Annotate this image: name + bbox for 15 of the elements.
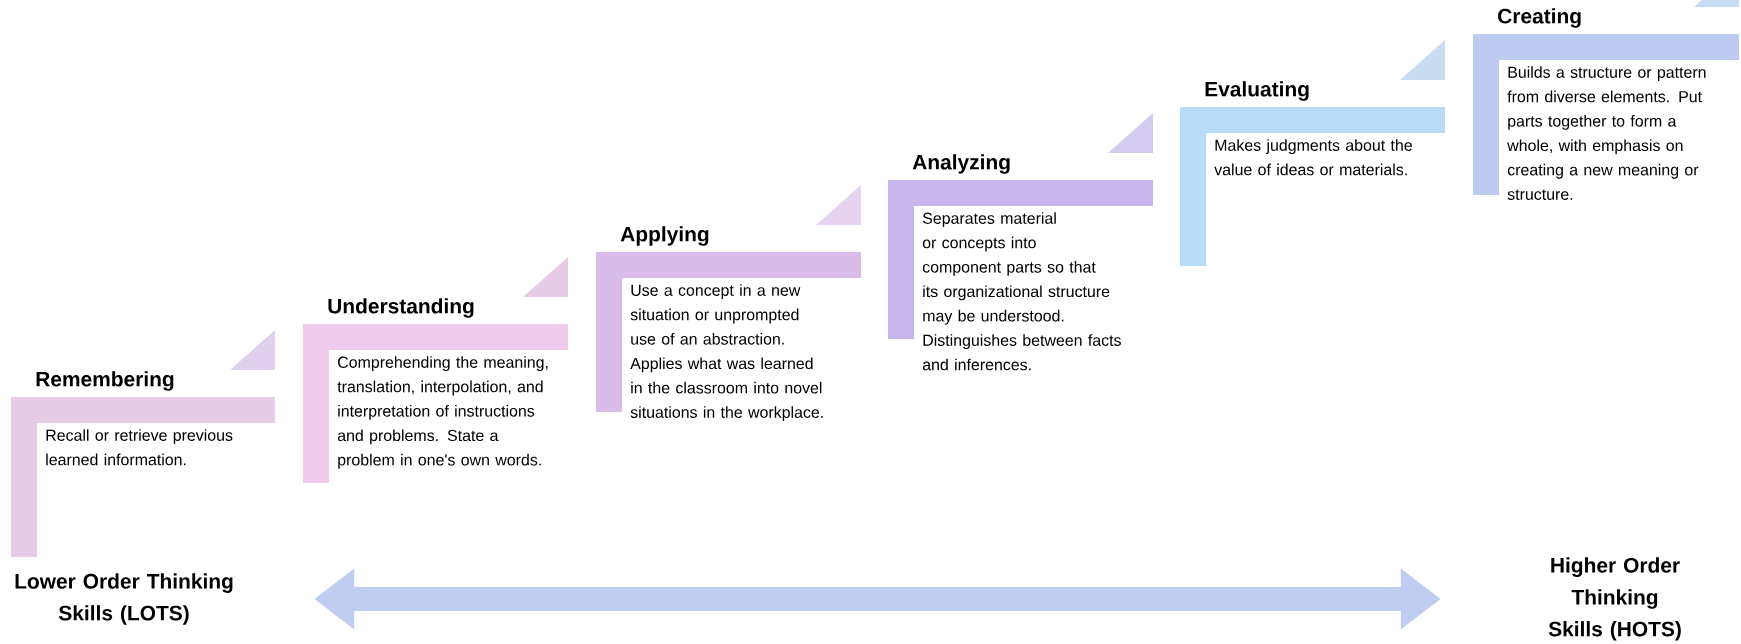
node-label: Analyzing	[912, 154, 1010, 174]
step-bracket: Analyzing Separates material or concepts into component parts so that its organizational structure may be understood. Distinguishes between facts and inferences.	[888, 154, 1153, 371]
node-label: Applying	[620, 226, 709, 246]
step-bracket: Remembering Recall or retrieve previous learned information.	[11, 371, 275, 557]
step-bracket: Understanding Comprehending the meaning, translation, interpolation, and interpretation of instructions and problems. State a problem in one's own words.	[303, 298, 568, 483]
level-label: Lower Order Thinking Skills (LOTS)	[15, 573, 233, 625]
step-bracket: Evaluating Makes judgments about the value of ideas or materials.	[1180, 81, 1445, 266]
node-label: and inferences.	[922, 358, 1031, 371]
node-label: Remembering	[36, 371, 174, 391]
node-label: Understanding	[328, 298, 474, 318]
step-bracket: Applying Use a concept in a new situation or unprompted use of an abstraction. Applies what was learned in the classroom into novel situations in the workplace.	[596, 226, 861, 422]
step-bracket: Creating Builds a structure or pattern from diverse elements. Put parts together to form a whole, with emphasis on creating a new meaning or structure.	[1473, 8, 1739, 200]
level-label: Higher Order Thinking Skills (HOTS)	[1548, 557, 1681, 641]
node-label: Evaluating	[1205, 81, 1309, 101]
node-label: Creating	[1498, 8, 1581, 28]
